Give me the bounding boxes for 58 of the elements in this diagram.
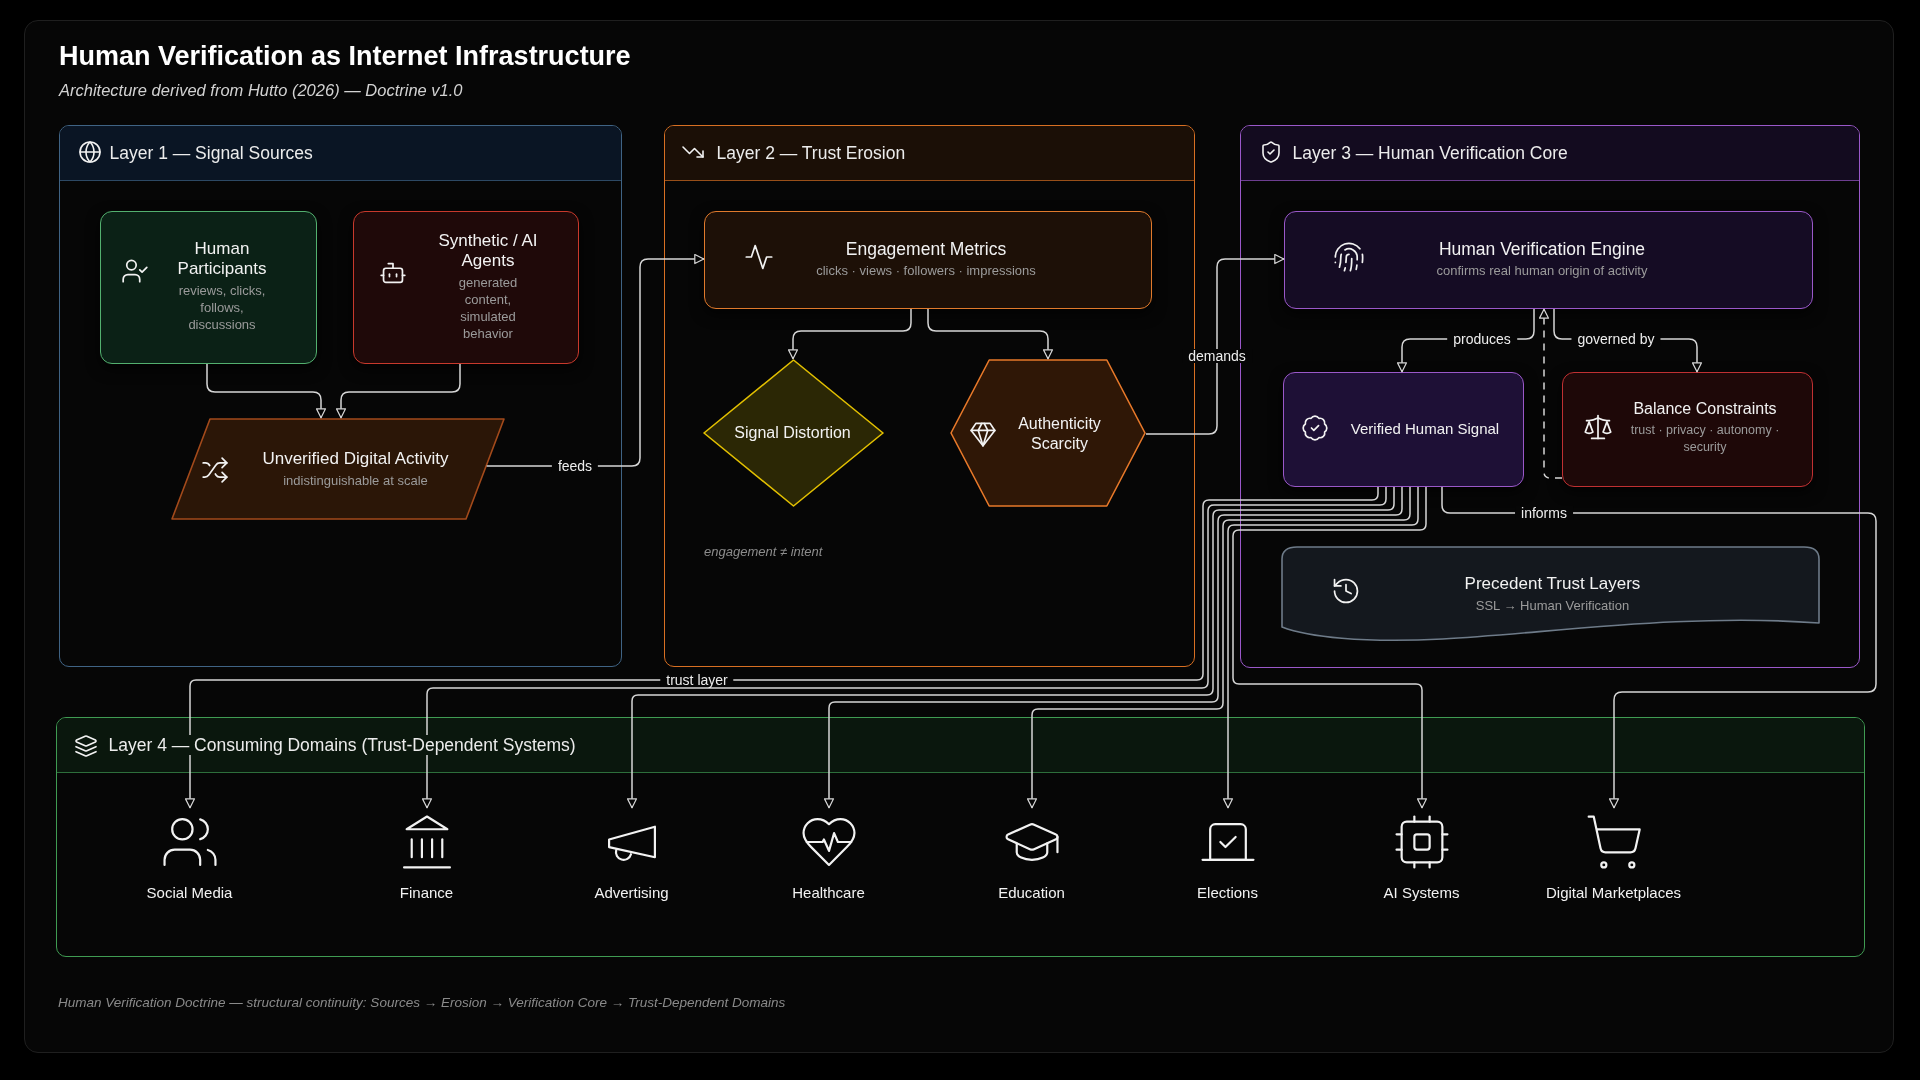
note: engagement ≠ intent: [704, 544, 823, 560]
edge-label: governed by: [1571, 332, 1661, 346]
constraints-card: [1561, 371, 1813, 487]
arrow: [485, 253, 705, 467]
arrow: [335, 363, 461, 419]
domain-label: Education: [998, 882, 1065, 903]
node-title: Human Verification Engine: [1438, 239, 1646, 259]
edge-label: informs: [1515, 506, 1573, 520]
domain-label: Elections: [1197, 882, 1258, 903]
arrow: [421, 486, 1387, 809]
node-title: Synthetic / AI Agents: [437, 230, 539, 271]
arrow: [927, 308, 1054, 360]
domain-label: Advertising: [594, 882, 669, 903]
node-title: Verified Human Signal: [1350, 419, 1500, 439]
edge-label: feeds: [551, 459, 599, 473]
arrow: [1026, 486, 1411, 809]
engine-card: [1283, 210, 1813, 309]
node-subtitle: clicks · views · followers · impressions: [816, 262, 1036, 279]
node-subtitle: indistinguishable at scale: [283, 471, 428, 489]
source-card: [352, 210, 579, 364]
node-subtitle: trust · privacy · autonomy · security: [1629, 421, 1781, 456]
signal-card: [1282, 371, 1524, 487]
node-subtitle: generated content, simulated behavior: [457, 273, 519, 342]
arrow: [206, 363, 327, 419]
domain-label: AI Systems: [1383, 882, 1460, 903]
node-title: Human Participants: [176, 239, 268, 279]
domain-label: Healthcare: [792, 882, 865, 903]
node-title: Unverified Digital Activity: [262, 448, 449, 469]
caption: Human Verification Doctrine — structural continuity: Sources → Erosion → Verification Core → Trust-Dependent Domains: [58, 994, 786, 1011]
layer-panel: [56, 717, 1865, 957]
diagram-title: Human Verification as Internet Infrastructure: [59, 40, 631, 72]
domain-label: Social Media: [146, 882, 233, 903]
node-title: Authenticity Scarcity: [1017, 413, 1102, 454]
node-title: Balance Constraints: [1633, 398, 1777, 419]
node-subtitle: SSL → Human Verification: [1475, 596, 1630, 614]
dashed-arrow: [1538, 308, 1563, 479]
node-title: Precedent Trust Layers: [1464, 573, 1641, 594]
node-subtitle: reviews, clicks, follows, discussions: [177, 282, 267, 333]
arrow: [1145, 253, 1285, 435]
arrow: [1441, 486, 1877, 809]
panel-title: Layer 3 — Human Verification Core: [1292, 143, 1568, 163]
arrow: [184, 486, 1379, 809]
node-title: Signal Distortion: [734, 422, 851, 443]
edge-label: produces: [1447, 332, 1517, 346]
metric-card: [703, 210, 1152, 309]
node-title: Engagement Metrics: [845, 239, 1007, 259]
arrow: [787, 308, 912, 360]
arrow: [823, 486, 1403, 809]
node-subtitle: confirms real human origin of activity: [1436, 262, 1648, 279]
domain-label: Digital Marketplaces: [1545, 882, 1682, 903]
panel-title: Layer 1 — Signal Sources: [109, 143, 313, 163]
arrow: [626, 486, 1395, 809]
subtitle: Architecture derived from Hutto (2026) — Doctrine v1.0: [59, 80, 463, 100]
domain-label: Finance: [399, 882, 454, 903]
panel-title: Layer 2 — Trust Erosion: [716, 143, 906, 163]
edge-label: trust layer: [660, 673, 734, 687]
layer-panel: [59, 125, 622, 667]
source-card: [99, 210, 317, 364]
